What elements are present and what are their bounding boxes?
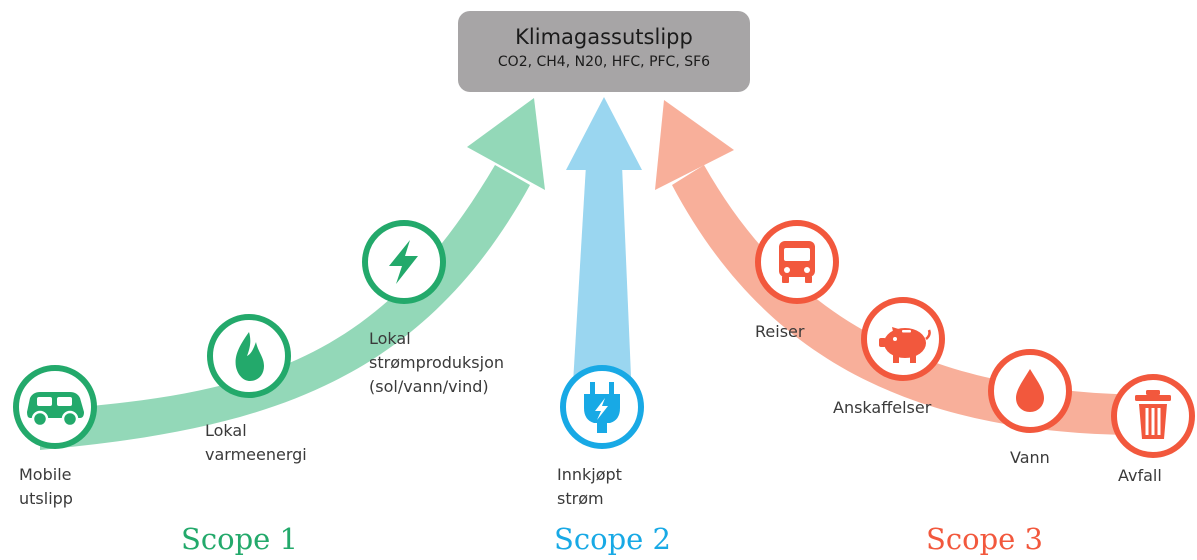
flame-icon bbox=[207, 314, 291, 398]
label-mobile-emissions: Mobile utslipp bbox=[19, 465, 73, 508]
scope3-arrow-head bbox=[655, 100, 734, 190]
bus-icon bbox=[755, 220, 839, 304]
scope-2-title: Scope 2 bbox=[554, 522, 671, 556]
emissions-header-box: Klimagassutslipp CO2, CH4, N20, HFC, PFC… bbox=[458, 11, 750, 92]
piggy-bank-icon bbox=[861, 297, 945, 381]
label-waste: Avfall bbox=[1118, 466, 1162, 485]
label-procurement: Anskaffelser bbox=[833, 398, 932, 417]
label-water: Vann bbox=[1010, 448, 1050, 467]
lightning-icon bbox=[362, 220, 446, 304]
label-purchased-electricity: Innkjøpt strøm bbox=[557, 465, 622, 508]
scope1-arrow-head bbox=[467, 98, 545, 190]
header-title: Klimagassutslipp bbox=[515, 25, 693, 49]
scope-3-title: Scope 3 bbox=[926, 522, 1043, 556]
label-travel: Reiser bbox=[755, 322, 805, 341]
header-gases: CO2, CH4, N20, HFC, PFC, SF6 bbox=[497, 54, 711, 70]
label-local-heat-energy: Lokal varmeenergi bbox=[205, 421, 307, 464]
label-local-power-production: Lokal strømproduksjon (sol/vann/vind) bbox=[369, 329, 505, 396]
scope2-arrow-shaft bbox=[572, 165, 632, 400]
scope3-arrow-band bbox=[672, 165, 1160, 436]
car-icon bbox=[13, 365, 97, 449]
scope-1-title: Scope 1 bbox=[181, 522, 298, 556]
plug-icon bbox=[560, 365, 644, 449]
scope1-arrow-band bbox=[40, 165, 530, 450]
water-drop-icon bbox=[988, 349, 1072, 433]
scope2-arrow-head bbox=[566, 97, 642, 170]
trash-can-icon bbox=[1111, 374, 1195, 458]
